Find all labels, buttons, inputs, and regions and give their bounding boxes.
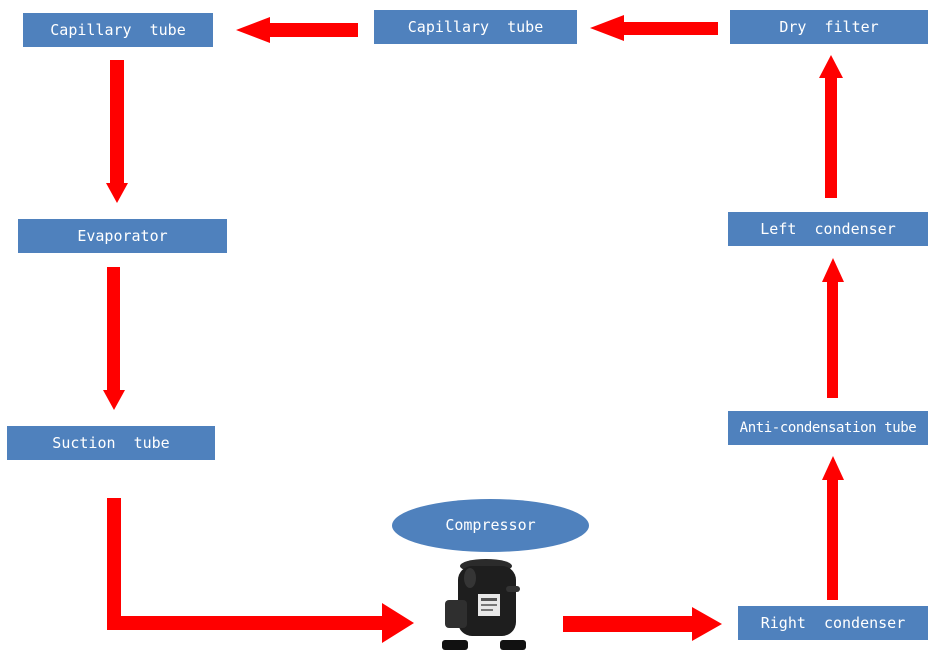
right-condenser-box: Right condenser — [738, 606, 928, 640]
arrow-left-condenser-to-dry-filter — [819, 55, 843, 198]
capillary-tube-left-box: Capillary tube — [23, 13, 213, 47]
capillary-tube-mid-box: Capillary tube — [374, 10, 577, 44]
arrow-anti-condensation-to-left-condenser — [822, 258, 844, 398]
evaporator-box: Evaporator — [18, 219, 227, 253]
left-condenser-box: Left condenser — [728, 212, 928, 246]
arrow-dry-filter-to-mid-capillary — [590, 15, 718, 41]
arrow-compressor-to-right-condenser — [563, 607, 722, 641]
suction-tube-box: Suction tube — [7, 426, 215, 460]
dry-filter-box: Dry filter — [730, 10, 928, 44]
arrow-right-condenser-to-anti-condensation — [822, 456, 844, 600]
arrow-evaporator-to-suction — [103, 267, 125, 410]
arrow-mid-capillary-to-left-capillary — [236, 17, 358, 43]
anti-condensation-tube-box: Anti-condensation tube — [728, 411, 928, 445]
compressor-icon — [442, 559, 526, 650]
arrow-suction-to-compressor — [107, 498, 414, 643]
arrow-capillary-to-evaporator — [106, 60, 128, 203]
compressor-label: Compressor — [392, 499, 589, 552]
